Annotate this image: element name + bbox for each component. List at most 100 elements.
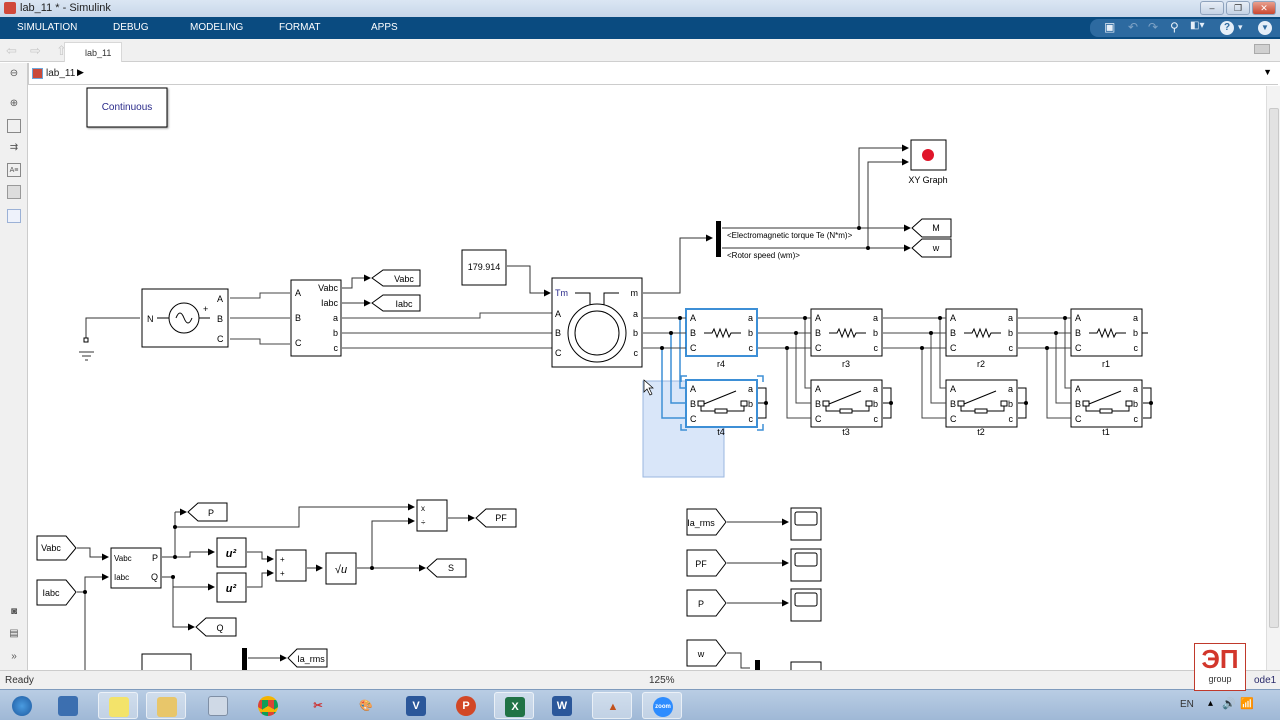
sqrt-block[interactable]: √u	[325, 552, 357, 585]
save-icon[interactable]: ▣	[1104, 20, 1116, 34]
scrollbar-thumb[interactable]	[1269, 108, 1279, 628]
bus-selector-block[interactable]	[716, 221, 721, 257]
from-w[interactable]: w	[686, 639, 727, 667]
from-p[interactable]: P	[686, 589, 727, 617]
goto-w[interactable]: w	[911, 238, 952, 258]
goto-p[interactable]: P	[187, 502, 228, 522]
scope-block[interactable]	[790, 507, 822, 541]
powergui-block[interactable]: Continuous	[86, 87, 168, 128]
volume-icon[interactable]: 🔊	[1222, 698, 1236, 710]
goto-s[interactable]: S	[426, 558, 467, 578]
menu-debug[interactable]: DEBUG	[113, 22, 149, 33]
model-canvas[interactable]: Continuous + N A B C A B C Vabc Iabc a b…	[29, 86, 1266, 670]
taskbar-word[interactable]: W	[542, 692, 582, 719]
close-button[interactable]: ✕	[1252, 1, 1276, 15]
menu-modeling[interactable]: MODELING	[190, 22, 244, 33]
ground-block[interactable]	[79, 317, 140, 361]
back-arrow-icon[interactable]: ⇦	[6, 43, 17, 58]
demux-block[interactable]	[242, 648, 247, 670]
menu-apps[interactable]: APPS	[371, 22, 398, 33]
menu-format[interactable]: FORMAT	[279, 22, 321, 33]
three-phase-measurement-block[interactable]: A B C Vabc Iabc a b c	[290, 279, 342, 357]
square-block-2[interactable]: u²	[216, 572, 247, 603]
from-vabc[interactable]: Vabc	[36, 535, 77, 561]
panel-toggle-icon[interactable]	[1254, 44, 1270, 54]
screenshot-icon[interactable]: ◙	[10, 606, 18, 617]
taskbar-sticky-notes[interactable]	[98, 692, 138, 719]
area-icon[interactable]	[7, 209, 21, 223]
undo-icon[interactable]: ↶	[1128, 20, 1139, 34]
help-icon[interactable]: ?	[1220, 21, 1234, 35]
taskbar-remote-desktop[interactable]	[48, 692, 88, 719]
expand-palette-icon[interactable]: »	[11, 651, 17, 662]
active-reactive-power-block[interactable]: Vabc Iabc P Q	[110, 547, 162, 589]
goto-ia-rms[interactable]: Ia_rms	[287, 648, 328, 668]
taskbar-chrome[interactable]	[248, 692, 288, 719]
goto-m[interactable]: M	[911, 218, 952, 238]
goto-iabc[interactable]: Iabc	[371, 294, 421, 312]
taskbar-matlab[interactable]: ▲	[592, 692, 632, 719]
network-icon[interactable]: 📶	[1240, 698, 1254, 710]
language-indicator[interactable]: EN	[1180, 699, 1194, 710]
taskbar-calculator[interactable]	[198, 692, 238, 719]
image-icon[interactable]	[7, 185, 21, 199]
rms-block[interactable]	[141, 653, 192, 670]
goto-q[interactable]: Q	[195, 617, 237, 637]
square-block-1[interactable]: u²	[216, 537, 247, 568]
divide-block[interactable]: x÷	[416, 499, 448, 532]
constant-block[interactable]: 179.914	[461, 249, 507, 286]
taskbar-zoom[interactable]: zoom	[642, 692, 682, 719]
from-pf[interactable]: PF	[686, 549, 727, 577]
taskbar-visio[interactable]: V	[396, 692, 436, 719]
breadcrumb-arrow-icon[interactable]: ▶	[77, 67, 84, 77]
community-icon[interactable]: ◧▾	[1190, 20, 1205, 31]
goto-pf[interactable]: PF	[475, 508, 517, 528]
up-arrow-icon[interactable]: ⇧	[56, 43, 67, 58]
scope-block[interactable]	[790, 588, 822, 622]
breadcrumb-dropdown-icon[interactable]: ▼	[1263, 67, 1272, 77]
svg-text:w: w	[932, 243, 940, 253]
svg-text:C: C	[950, 414, 957, 424]
goto-vabc[interactable]: Vabc	[371, 269, 421, 287]
taskbar-paint[interactable]: 🎨	[359, 700, 373, 712]
breadcrumb-model[interactable]: lab_11	[46, 68, 76, 79]
start-button[interactable]	[2, 692, 42, 719]
taskbar-excel[interactable]: X	[494, 692, 534, 719]
solver-status[interactable]: ode1	[1254, 675, 1277, 686]
asynchronous-machine-block[interactable]: Tm A B C m a b c	[551, 277, 643, 368]
search-icon[interactable]: ⚲	[1170, 20, 1179, 34]
expand-toolstrip-icon[interactable]: ▼	[1258, 21, 1272, 35]
taskbar-powerpoint[interactable]: P	[446, 692, 486, 719]
fit-view-icon[interactable]	[7, 119, 21, 133]
sum-block[interactable]: ++	[275, 549, 307, 582]
help-dropdown-icon[interactable]: ▾	[1238, 22, 1243, 32]
from-ia-rms[interactable]: Ia_rms	[686, 508, 727, 536]
taskbar-snipping-tool[interactable]: ✂	[313, 700, 323, 712]
property-inspector-icon[interactable]: ▤	[9, 628, 19, 639]
vertical-scrollbar[interactable]	[1266, 86, 1280, 670]
menu-simulation[interactable]: SIMULATION	[17, 22, 78, 33]
scope-block[interactable]	[790, 548, 822, 582]
annotation-icon[interactable]: A≡	[7, 163, 21, 177]
restore-button[interactable]: ❐	[1226, 1, 1250, 15]
minimize-button[interactable]: –	[1200, 1, 1224, 15]
three-phase-source-block[interactable]: + N A B C	[141, 288, 229, 348]
taskbar-file-explorer[interactable]	[146, 692, 186, 719]
zoom-in-icon[interactable]: ⊕	[9, 98, 19, 109]
xy-graph-block[interactable]: XY Graph	[908, 139, 948, 185]
hide-explorer-icon[interactable]: ⊖	[9, 68, 19, 79]
from-iabc[interactable]: Iabc	[36, 579, 77, 606]
scope-block[interactable]	[755, 660, 822, 670]
redo-icon[interactable]: ↷	[1148, 20, 1159, 34]
forward-arrow-icon[interactable]: ⇨	[30, 43, 41, 58]
signal-routing-icon[interactable]: ⇉	[9, 142, 19, 153]
tab-lab-11[interactable]: lab_11	[64, 42, 122, 62]
tray-up-arrow-icon[interactable]: ▴	[1208, 698, 1214, 709]
